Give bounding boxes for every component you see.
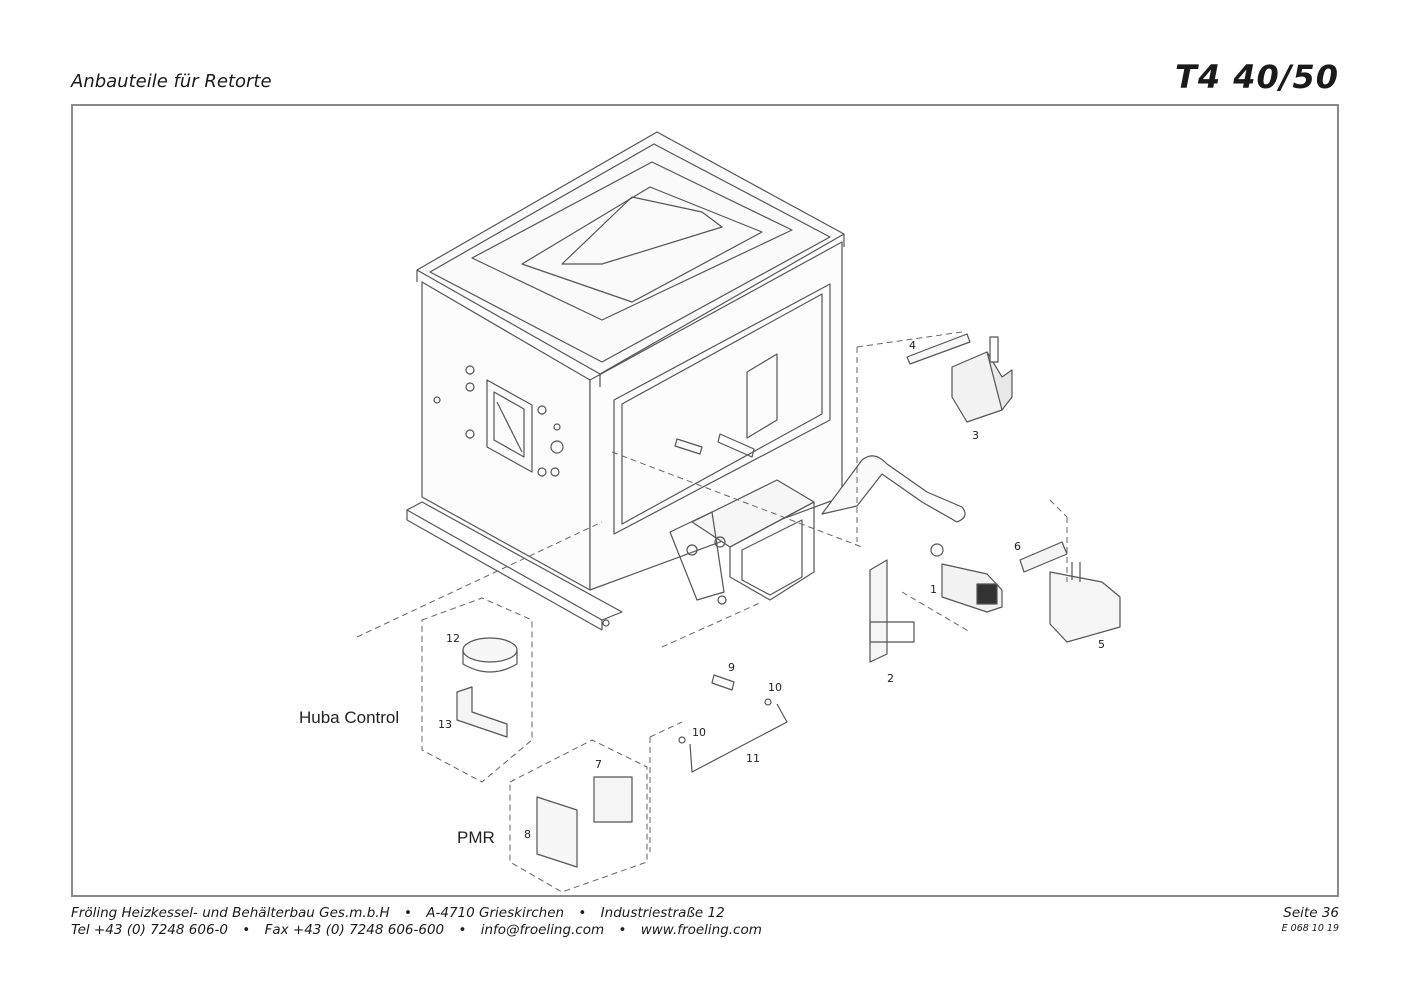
section-title: Anbauteile für Retorte xyxy=(71,71,272,92)
callout-10a: 10 xyxy=(768,681,782,694)
callout-5: 5 xyxy=(1098,638,1105,651)
footer-address: Fröling Heizkessel- und Behälterbau Ges.… xyxy=(71,905,762,939)
group-label-huba: Huba Control xyxy=(299,708,399,727)
footer-email: info@froeling.com xyxy=(480,922,605,938)
callout-3: 3 xyxy=(972,429,979,442)
footer-separator: • xyxy=(242,922,251,938)
part-12-gauge xyxy=(462,637,518,673)
callout-1: 1 xyxy=(930,583,937,596)
part-5-box xyxy=(1049,562,1121,643)
callout-4: 4 xyxy=(909,339,916,352)
exploded-view-drawing: 1 2 3 4 5 6 7 8 9 10 10 11 12 13 Huba Co… xyxy=(299,131,1121,893)
footer-tel: Tel +43 (0) 7248 606-0 xyxy=(71,922,228,938)
footer-company: Fröling Heizkessel- und Behälterbau Ges.… xyxy=(71,905,390,921)
group-label-pmr: PMR xyxy=(457,828,495,847)
callout-12: 12 xyxy=(446,632,460,645)
part-6-bracket xyxy=(1019,541,1068,573)
document-number: E 068 10 19 xyxy=(1281,923,1339,934)
footer-separator: • xyxy=(458,922,467,938)
part-8-plate xyxy=(536,796,578,868)
footer-street: Industriestraße 12 xyxy=(600,905,725,921)
part-2-bracket xyxy=(869,559,888,663)
footer-page-info: Seite 36 E 068 10 19 xyxy=(1282,905,1339,936)
callout-11: 11 xyxy=(746,752,760,765)
part-4-bracket xyxy=(906,333,971,365)
rod-handle xyxy=(821,455,966,523)
footer-fax: Fax +43 (0) 7248 606-600 xyxy=(264,922,445,938)
part-13-bracket xyxy=(456,686,508,738)
callout-10b: 10 xyxy=(692,726,706,739)
page-number: Seite 36 xyxy=(1283,905,1339,921)
footer-web: www.froeling.com xyxy=(640,922,762,938)
footer-separator: • xyxy=(618,922,627,938)
footer-line-2: Tel +43 (0) 7248 606-0 • Fax +43 (0) 724… xyxy=(71,922,762,939)
callout-6: 6 xyxy=(1014,540,1021,553)
part-3-unit xyxy=(951,336,1013,423)
model-title: T4 40/50 xyxy=(1175,58,1339,96)
part-11-tube xyxy=(689,703,788,773)
drive-unit xyxy=(669,479,815,605)
footer-line-1: Fröling Heizkessel- und Behälterbau Ges.… xyxy=(71,905,762,922)
retort-housing xyxy=(406,131,845,631)
callout-9: 9 xyxy=(728,661,735,674)
footer-city: A-4710 Grieskirchen xyxy=(426,905,565,921)
callout-2: 2 xyxy=(887,672,894,685)
callout-8: 8 xyxy=(524,828,531,841)
footer-separator: • xyxy=(404,905,412,921)
part-7-module xyxy=(593,776,633,823)
part-1-sensor xyxy=(930,543,1003,613)
callout-7: 7 xyxy=(595,758,602,771)
drawing-frame: 1 2 3 4 5 6 7 8 9 10 10 11 12 13 Huba Co… xyxy=(71,104,1339,897)
part-9-fitting xyxy=(711,674,735,691)
callout-13: 13 xyxy=(438,718,452,731)
footer-separator: • xyxy=(578,905,587,921)
